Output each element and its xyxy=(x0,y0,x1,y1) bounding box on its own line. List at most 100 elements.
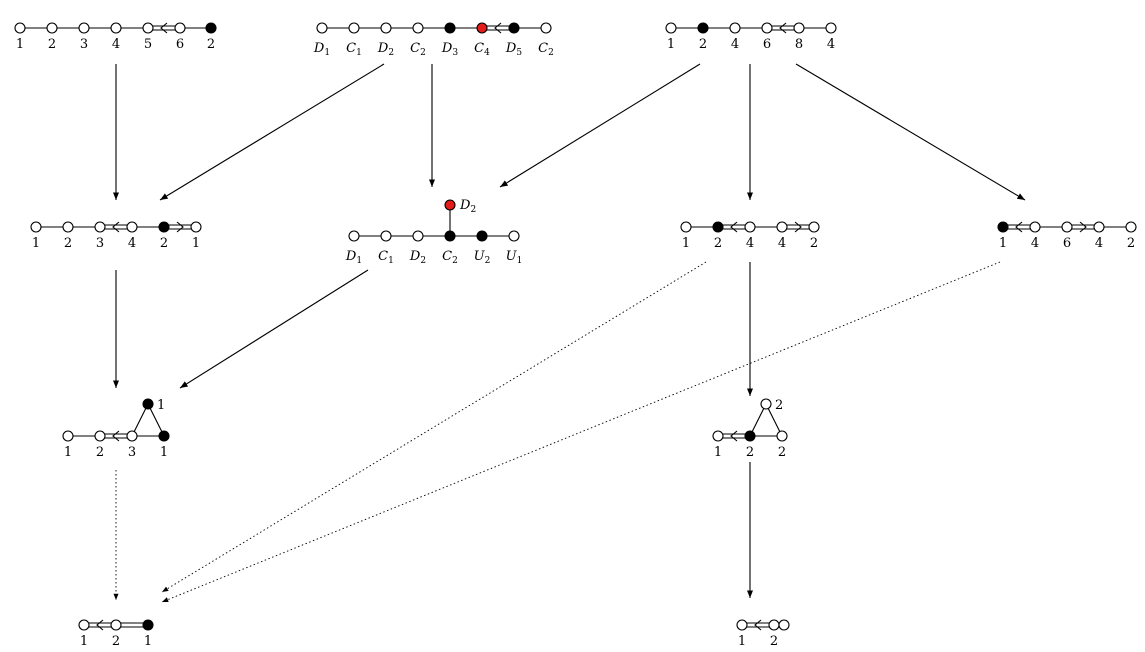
node-label: 2 xyxy=(64,236,72,251)
bond-chevron xyxy=(754,619,762,631)
open-node xyxy=(30,221,42,233)
node-label: 6 xyxy=(176,37,184,52)
bond-chevron xyxy=(160,22,168,34)
open-node xyxy=(1093,221,1105,233)
node-label: D2 xyxy=(409,249,426,266)
double-bond xyxy=(718,221,750,233)
node-label: D1 xyxy=(313,41,330,58)
node-label: C2 xyxy=(410,41,426,58)
double-bond xyxy=(100,221,132,233)
bond-chevron xyxy=(494,22,502,34)
double-bond xyxy=(782,221,814,233)
node-label: 2 xyxy=(714,236,722,251)
node-label: D2 xyxy=(377,41,394,58)
node-label: D3 xyxy=(441,41,458,58)
filled-node xyxy=(444,230,456,242)
double-bond xyxy=(100,430,132,442)
open-node xyxy=(508,230,520,242)
node-label: 2 xyxy=(112,634,120,649)
bond-chevron xyxy=(112,221,120,233)
node-label: 4 xyxy=(746,236,754,251)
node-label: 1 xyxy=(32,236,40,251)
node-label: U1 xyxy=(506,249,523,266)
node-label: 5 xyxy=(144,37,152,52)
node-label: 1 xyxy=(144,634,152,649)
open-node xyxy=(412,22,424,34)
open-node xyxy=(776,430,788,442)
node-label: 1 xyxy=(682,236,690,251)
bond-chevron xyxy=(779,22,787,34)
bond-chevron xyxy=(1015,221,1023,233)
open-node xyxy=(680,221,692,233)
node-label: 3 xyxy=(96,236,104,251)
open-node xyxy=(1061,221,1073,233)
dotted-arrow xyxy=(161,261,1001,603)
filled-node xyxy=(142,619,154,631)
node-label: U2 xyxy=(474,249,491,266)
open-node xyxy=(778,619,790,631)
open-node xyxy=(316,22,328,34)
filled-node xyxy=(697,22,709,34)
filled-node xyxy=(444,22,456,34)
dotted-arrow xyxy=(161,261,707,593)
node-label: 2 xyxy=(770,634,778,649)
filled-node xyxy=(158,430,170,442)
node-label: 1 xyxy=(16,37,24,52)
red-node xyxy=(444,199,456,211)
double-bond xyxy=(1067,221,1099,233)
node-label: 1 xyxy=(738,634,746,649)
apex-label: 2 xyxy=(775,398,783,413)
open-node xyxy=(540,22,552,34)
node-label: 1 xyxy=(999,236,1007,251)
open-node xyxy=(412,230,424,242)
apex-label: 1 xyxy=(157,398,165,413)
node-label: 2 xyxy=(48,37,56,52)
bond-chevron xyxy=(730,221,738,233)
node-label: C1 xyxy=(346,41,362,58)
node-label: C2 xyxy=(442,249,458,266)
node-label: 6 xyxy=(763,37,771,52)
open-node xyxy=(78,22,90,34)
open-node xyxy=(1029,221,1041,233)
double-bond xyxy=(718,430,750,442)
open-node xyxy=(62,221,74,233)
node-label: 2 xyxy=(810,236,818,251)
open-node xyxy=(110,619,122,631)
double-bond xyxy=(84,619,116,631)
node-label: 2 xyxy=(699,37,707,52)
node-label: 4 xyxy=(1095,236,1103,251)
node-label: 4 xyxy=(128,236,136,251)
open-node xyxy=(94,430,106,442)
open-node xyxy=(174,22,186,34)
double-bond xyxy=(482,22,514,34)
open-node xyxy=(142,22,154,34)
node-label: 1 xyxy=(80,634,88,649)
red-node xyxy=(476,22,488,34)
node-label: C1 xyxy=(378,249,394,266)
open-node xyxy=(760,398,772,410)
double-bond xyxy=(1003,221,1035,233)
bond-edge xyxy=(765,403,783,437)
node-label: 4 xyxy=(731,37,739,52)
node-label: C2 xyxy=(538,41,554,58)
filled-node xyxy=(997,221,1009,233)
bond-chevron xyxy=(112,430,120,442)
filled-node xyxy=(508,22,520,34)
open-node xyxy=(14,22,26,34)
filled-node xyxy=(205,22,217,34)
filled-node xyxy=(158,221,170,233)
node-label: 2 xyxy=(207,37,215,52)
open-node xyxy=(94,221,106,233)
filled-node xyxy=(476,230,488,242)
solid-arrow xyxy=(795,63,1026,201)
filled-node xyxy=(712,221,724,233)
filled-node xyxy=(142,398,154,410)
open-node xyxy=(46,22,58,34)
solid-arrow xyxy=(179,269,369,389)
branch-label: D2 xyxy=(459,198,476,215)
node-label: 2 xyxy=(1127,236,1135,251)
open-node xyxy=(736,619,748,631)
open-node xyxy=(793,22,805,34)
